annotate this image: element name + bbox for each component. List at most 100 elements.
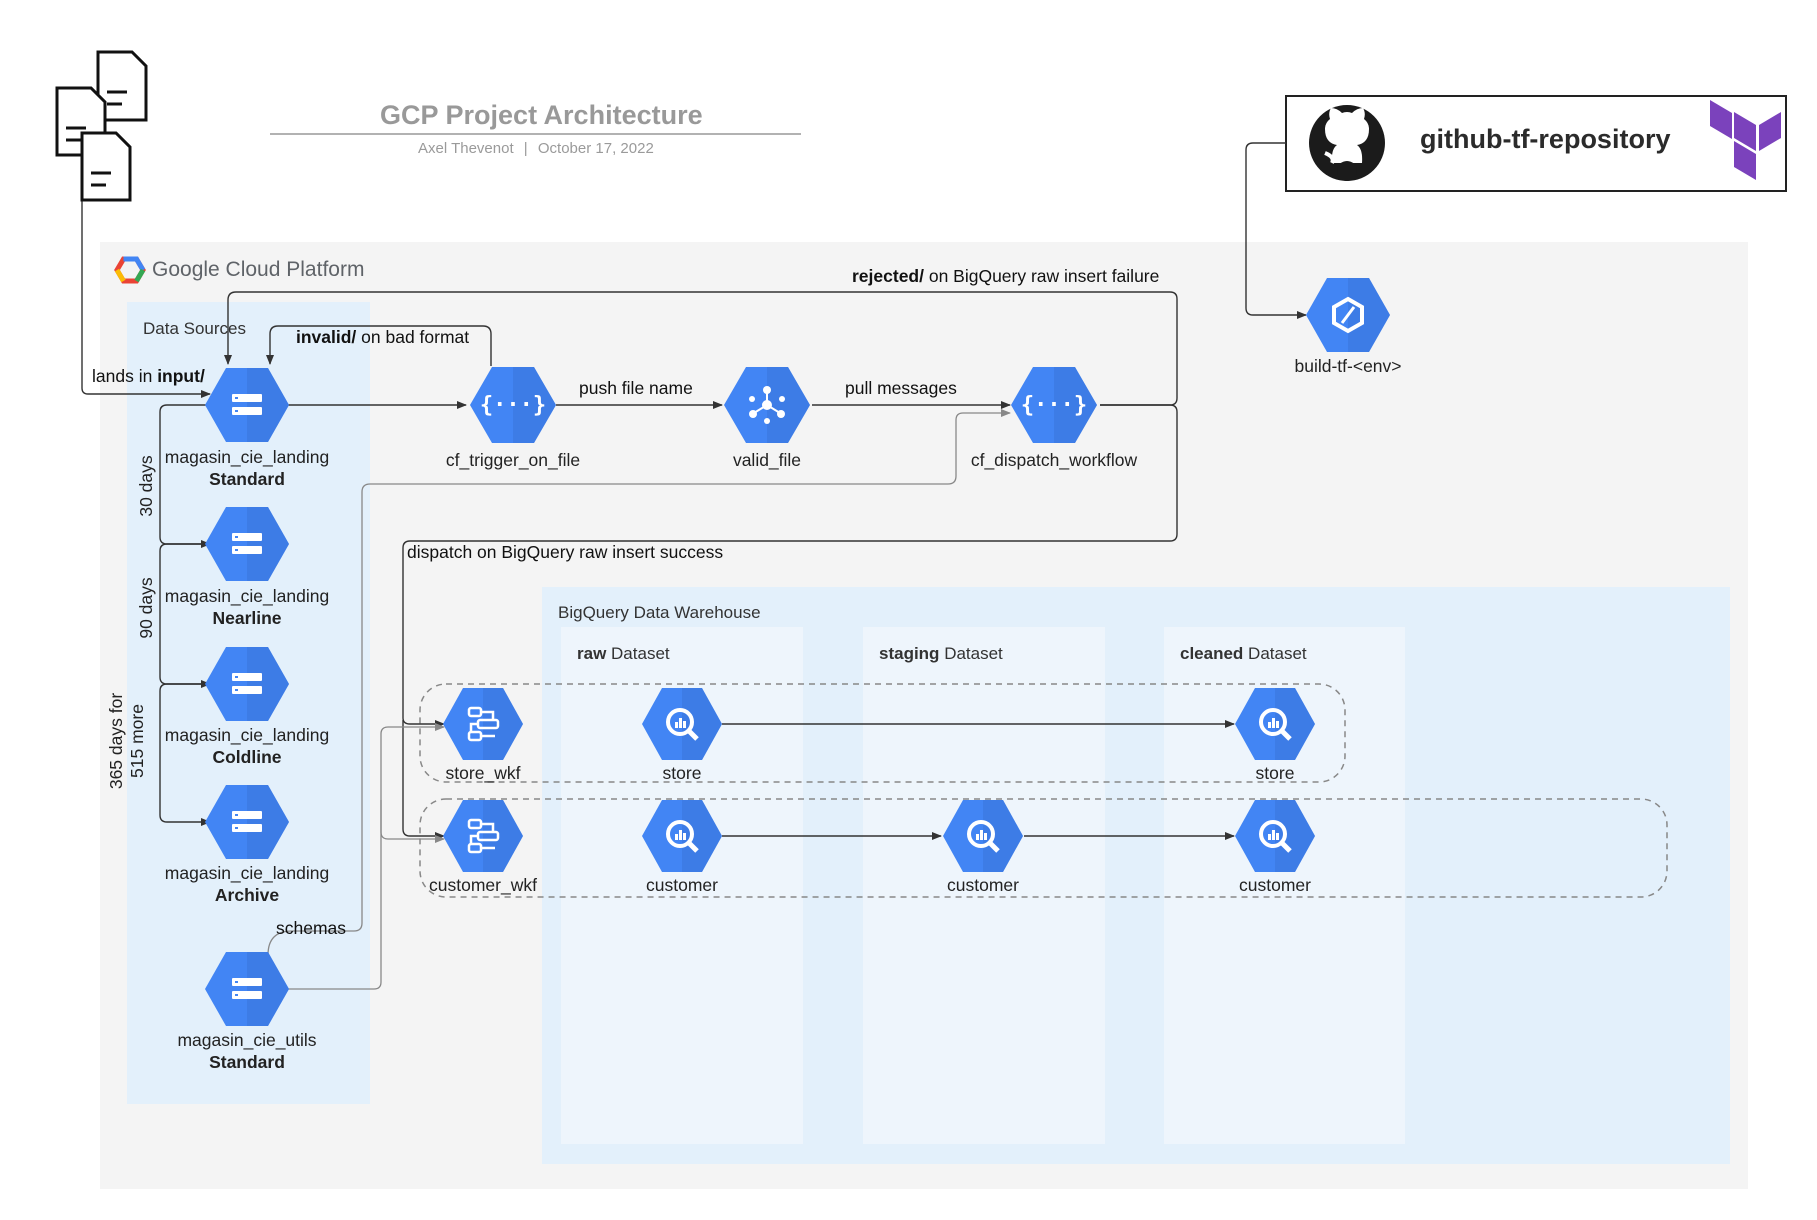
rejected-bold: rejected/ [852,266,924,286]
dispatch-success-label: dispatch on BigQuery raw insert success [407,542,724,562]
build-tf-label: build-tf-<env> [1294,356,1402,376]
raw-dataset-rest: Dataset [611,644,670,663]
cloud-build-icon[interactable] [1306,278,1390,352]
landing-nearline-name: magasin_cie_landing [164,586,330,606]
cleaned-customer-label: customer [1239,875,1311,895]
cloud-storage-icon[interactable] [205,785,289,859]
gcp-logo-icon [114,256,146,284]
pubsub-icon[interactable] [724,367,810,443]
invalid-label: invalid/ on bad format [296,327,469,348]
edge-utils-to-customer-wkf [380,800,445,843]
push-file-name-label: push file name [579,378,693,398]
edge-utils-to-workflows [288,723,445,990]
author: Axel Thevenot [418,140,514,157]
rejected-post: on BigQuery raw insert failure [923,266,1160,286]
landing-standard-name: magasin_cie_landing [164,447,330,467]
bigquery-icon[interactable] [1235,688,1315,760]
bigquery-icon[interactable] [642,800,722,872]
landing-archive-name: magasin_cie_landing [164,863,330,883]
cleaned-store-label: store [1255,763,1295,783]
cloud-storage-icon[interactable] [205,952,289,1026]
documents-icon [55,50,148,202]
days-365-label: 365 days for 515 more [106,686,148,796]
edge-nearline-to-coldline [159,543,211,688]
staging-dataset-rest: Dataset [944,644,1003,663]
cleaned-dataset-rest: Dataset [1248,644,1307,663]
raw-customer-label: customer [646,875,718,895]
utils-standard-tier: Standard [209,1052,285,1072]
staging-dataset-bold: staging [879,644,940,663]
landing-archive-tier: Archive [214,885,280,905]
cf-dispatch-label: cf_dispatch_workflow [970,450,1138,470]
utils-standard-name: magasin_cie_utils [177,1030,317,1050]
customer-wkf-label: customer_wkf [429,875,537,895]
cf-trigger-label: cf_trigger_on_file [445,450,581,470]
edge-invalid-loop [266,325,492,366]
bigquery-icon[interactable] [943,800,1023,872]
diagram-title: GCP Project Architecture [380,100,703,130]
landing-coldline-tier: Coldline [212,747,282,767]
cloud-storage-icon[interactable] [205,368,289,442]
cloud-storage-icon[interactable] [205,507,289,581]
terraform-icon [1710,100,1781,180]
cleaned-dataset-bold: cleaned [1180,644,1244,663]
store-flow-dashed-group [419,683,1346,783]
raw-dataset-bold: raw [577,644,607,663]
diagram-subtitle: Axel Thevenot | October 17, 2022 [418,140,654,157]
svg-text:{···}: {···} [480,393,546,418]
pull-messages-label: pull messages [845,378,957,398]
valid-file-label: valid_file [732,450,802,470]
data-sources-title: Data Sources [143,319,246,338]
schemas-label: schemas [276,918,347,938]
landing-coldline-name: magasin_cie_landing [164,725,330,745]
workflows-icon[interactable] [443,688,523,760]
bigquery-dw-title: BigQuery Data Warehouse [558,603,761,622]
staging-customer-label: customer [947,875,1019,895]
cleaned-dataset-title: cleaned Dataset [1180,644,1307,664]
edge-schemas-to-dispatch [267,409,1011,956]
landing-standard-tier: Standard [209,469,285,489]
lands-in-pre: lands in [92,366,158,386]
edge-repo-to-build [1245,142,1307,319]
subtitle-separator: | [523,140,528,157]
edge-standard-to-nearline [159,404,211,548]
lands-in-bold: input/ [157,366,205,386]
edge-dispatch-to-customer [402,720,445,840]
repo-title[interactable]: github-tf-repository [1420,124,1671,154]
invalid-post: on bad format [356,327,470,347]
store-wkf-label: store_wkf [445,763,521,783]
staging-dataset-title: staging Dataset [879,644,1003,664]
staging-dataset-group [863,627,1105,1144]
invalid-bold: invalid/ [296,327,357,347]
svg-text:{···}: {···} [1021,393,1087,418]
days-30-label: 30 days [136,455,156,517]
raw-dataset-title: raw Dataset [577,644,670,664]
node-icons: {···} {···} [205,278,1390,1026]
raw-store-label: store [662,763,702,783]
bigquery-icon[interactable] [642,688,722,760]
github-icon [1309,105,1385,181]
days-365-line1: 365 days for [106,692,126,790]
date: October 17, 2022 [537,140,654,157]
edge-rejected-loop [224,291,1178,406]
lands-in-input-label: lands in input/ [92,366,205,387]
bigquery-icon[interactable] [1235,800,1315,872]
cloud-functions-icon[interactable]: {···} [1011,367,1097,443]
customer-flow-dashed-group [419,798,1668,898]
days-90-label: 90 days [136,577,156,639]
days-515-line2: 515 more [127,704,147,778]
landing-nearline-tier: Nearline [212,608,282,628]
edge-coldline-to-archive [159,683,211,826]
edge-lands-in-input [81,195,211,398]
rejected-label: rejected/ on BigQuery raw insert failure [852,266,1159,287]
workflows-icon[interactable] [443,800,523,872]
cloud-functions-icon[interactable]: {···} [470,367,556,443]
edge-dispatch-success [402,404,1178,728]
cloud-storage-icon[interactable] [205,647,289,721]
